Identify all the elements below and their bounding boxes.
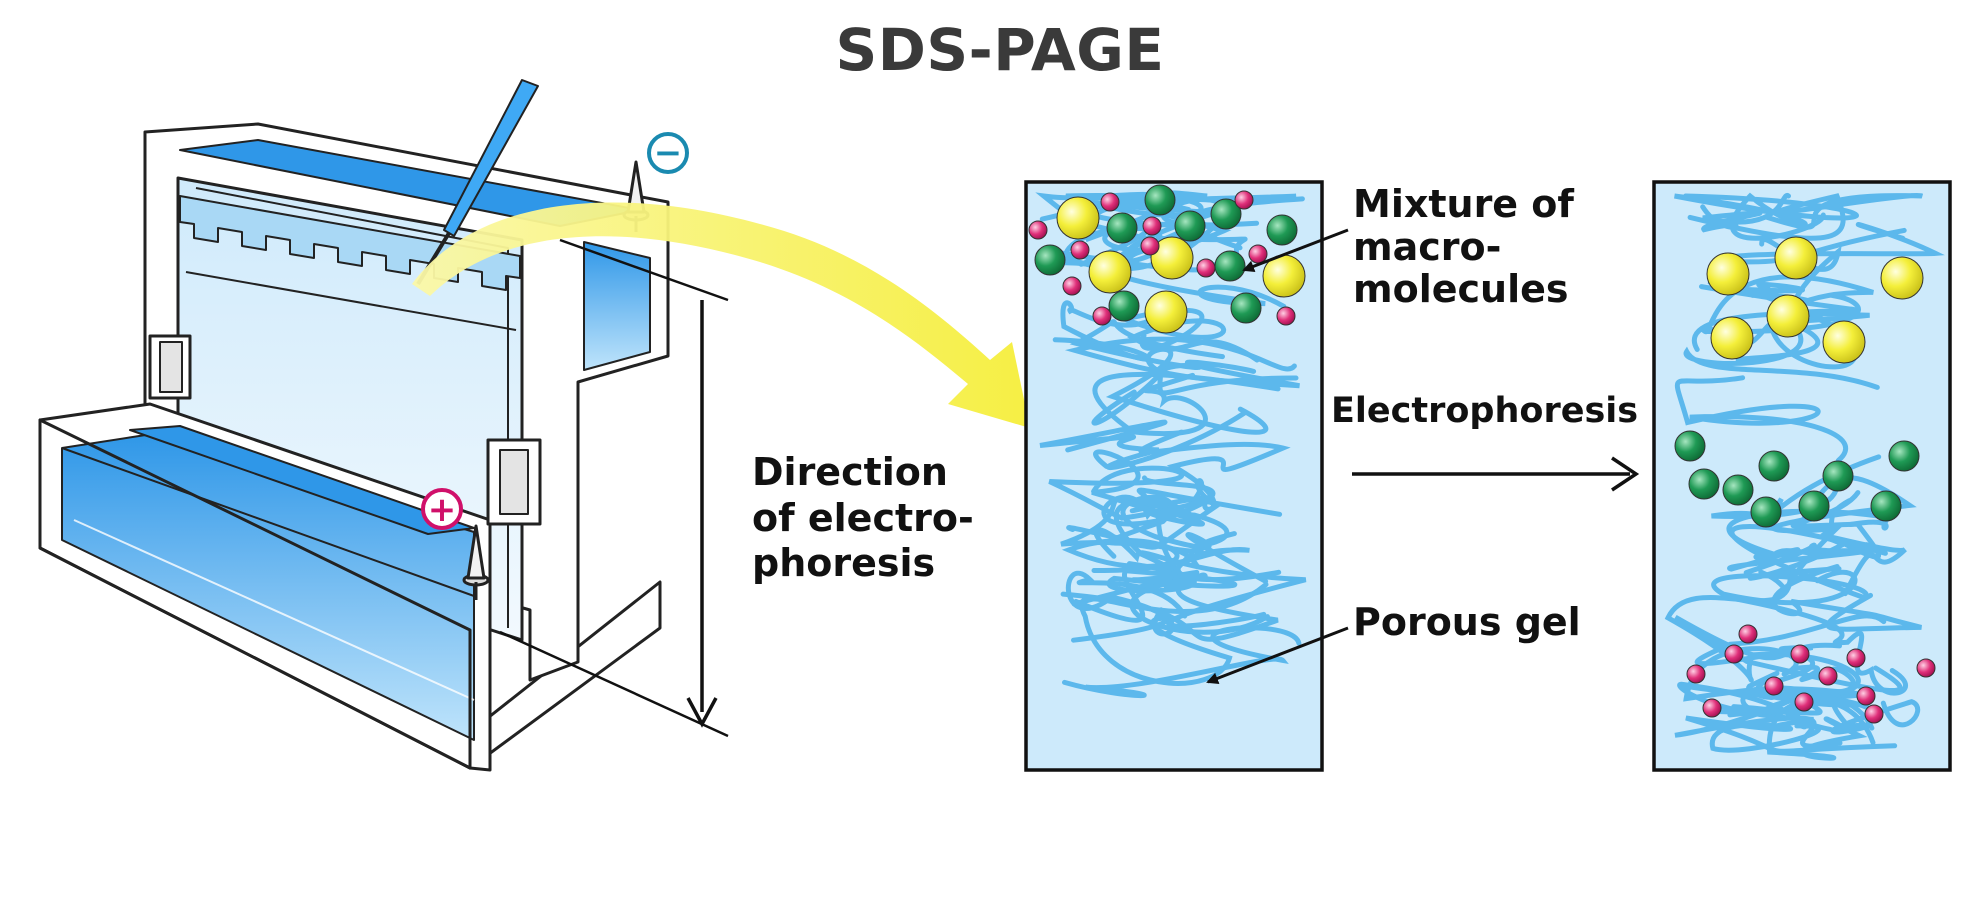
gel-fiber — [1115, 307, 1260, 363]
small-molecule — [1764, 676, 1784, 696]
large-molecule — [1774, 236, 1818, 280]
small-molecule — [1142, 216, 1162, 236]
large-molecule — [1144, 290, 1188, 334]
porous-gel-pointer — [1206, 626, 1349, 684]
gel-fiber — [1687, 192, 1924, 241]
svg-text:−: − — [654, 133, 683, 173]
large-molecule — [1710, 316, 1754, 360]
medium-molecule — [1106, 212, 1138, 244]
small-molecule — [1196, 258, 1216, 278]
leader-line-bottom — [499, 630, 729, 738]
small-molecule — [1916, 658, 1936, 678]
medium-molecule — [1888, 440, 1920, 472]
small-molecule — [1790, 644, 1810, 664]
small-molecule — [1100, 192, 1120, 212]
gel-fiber — [1093, 527, 1307, 629]
gel-fiber — [1711, 524, 1888, 606]
small-molecule — [1846, 648, 1866, 668]
small-molecule — [1028, 220, 1048, 240]
negative-electrode-symbol: − — [647, 132, 689, 174]
medium-molecule — [1174, 210, 1206, 242]
gel-fiber — [1664, 571, 1861, 699]
medium-molecule — [1214, 250, 1246, 282]
medium-molecule — [1822, 460, 1854, 492]
small-molecule — [1248, 244, 1268, 264]
gel-fiber — [1674, 615, 1903, 693]
small-molecule — [1864, 704, 1884, 724]
small-molecule — [1234, 190, 1254, 210]
mixture-pointer — [1242, 228, 1349, 273]
small-molecule — [1092, 306, 1112, 326]
medium-molecule — [1108, 290, 1140, 322]
gel-before-molecules — [1028, 184, 1306, 334]
gel-fiber — [1727, 542, 1875, 576]
positive-electrode-post — [462, 524, 490, 600]
medium-molecule — [1210, 198, 1242, 230]
porous-gel-label: Porous gel — [1353, 600, 1581, 644]
small-molecule — [1062, 276, 1082, 296]
gel-fiber — [1118, 196, 1243, 260]
medium-molecule — [1144, 184, 1176, 216]
large-molecule — [1088, 250, 1132, 294]
medium-molecule — [1722, 474, 1754, 506]
gel-fiber — [1106, 494, 1269, 584]
svg-text:+: + — [428, 490, 457, 530]
large-molecule — [1706, 252, 1750, 296]
mixture-label-line-1: Mixture of — [1353, 182, 1574, 226]
large-molecule — [1880, 256, 1924, 300]
gel-fiber — [1062, 625, 1302, 699]
large-molecule — [1150, 236, 1194, 280]
large-molecule — [1056, 196, 1100, 240]
medium-molecule — [1798, 490, 1830, 522]
gel-fiber — [1065, 570, 1188, 637]
small-molecule — [1140, 236, 1160, 256]
mixture-label-line-2: macro- — [1353, 224, 1502, 269]
medium-molecule — [1034, 244, 1066, 276]
small-molecule — [1856, 686, 1876, 706]
gel-fiber — [1101, 475, 1283, 527]
small-molecule — [1686, 664, 1706, 684]
medium-molecule — [1230, 292, 1262, 324]
gel-fiber — [1683, 320, 1880, 390]
upper-buffer-right — [583, 241, 651, 371]
small-molecule — [1276, 306, 1296, 326]
small-molecule — [1070, 240, 1090, 260]
small-molecule — [1724, 644, 1744, 664]
gel-fiber — [1091, 449, 1237, 547]
large-molecule — [1766, 294, 1810, 338]
small-molecule — [1818, 666, 1838, 686]
gel-fiber — [1039, 410, 1248, 471]
medium-molecule — [1688, 468, 1720, 500]
gel-fiber — [1073, 561, 1238, 623]
small-molecule — [1794, 692, 1814, 712]
small-molecule — [1738, 624, 1758, 644]
electrophoresis-label: Electrophoresis — [1331, 391, 1639, 431]
small-molecule — [1702, 698, 1722, 718]
medium-molecule — [1674, 430, 1706, 462]
gel-fiber — [1113, 498, 1206, 586]
positive-electrode-symbol: + — [421, 488, 463, 530]
direction-label-line-1: Direction — [752, 450, 948, 494]
leader-line-top — [559, 238, 729, 302]
medium-molecule — [1266, 214, 1298, 246]
gel-after-molecules — [1674, 236, 1936, 724]
medium-molecule — [1750, 496, 1782, 528]
mixture-label-line-3: molecules — [1353, 267, 1569, 312]
medium-molecule — [1758, 450, 1790, 482]
direction-label-line-3: phoresis — [752, 541, 936, 586]
large-molecule — [1822, 320, 1866, 364]
gel-fiber — [1092, 371, 1281, 436]
mixture-label: Mixture of macro- molecules — [1353, 183, 1574, 311]
page-title: SDS-PAGE — [835, 16, 1165, 84]
gel-fiber — [1674, 192, 1859, 241]
direction-label: Direction of electro- phoresis — [752, 450, 974, 587]
direction-label-line-2: of electro- — [752, 495, 974, 540]
sample-arrow — [412, 202, 1030, 428]
gel-fiber — [1674, 375, 1848, 463]
medium-molecule — [1870, 490, 1902, 522]
gel-fiber — [1061, 537, 1282, 583]
